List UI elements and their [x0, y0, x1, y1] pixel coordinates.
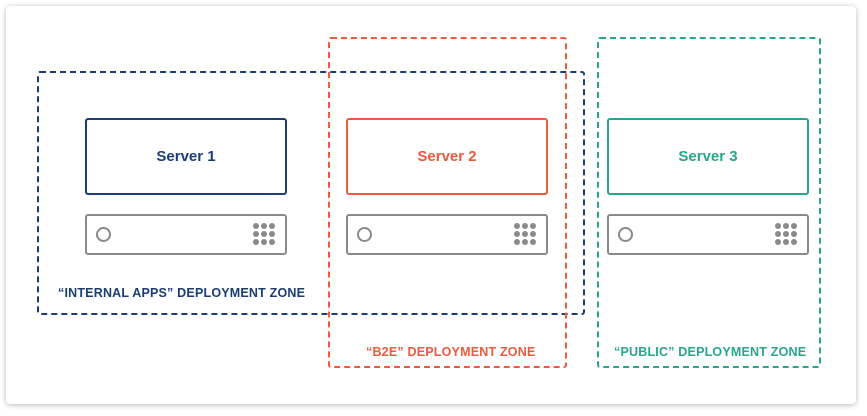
power-button-icon [96, 227, 111, 242]
b2e-zone [328, 37, 567, 368]
vent-grid-icon [775, 223, 799, 247]
server-1-hardware [85, 214, 287, 255]
server-2-box: Server 2 [346, 118, 548, 195]
server-2-hardware [346, 214, 548, 255]
b2e-zone-label: “B2E” DEPLOYMENT ZONE [366, 345, 536, 359]
vent-grid-icon [253, 223, 277, 247]
internal-apps-zone-label: “INTERNAL APPS” DEPLOYMENT ZONE [58, 286, 306, 300]
server-3-label: Server 3 [678, 148, 738, 165]
server-3-hardware [607, 214, 809, 255]
server-1-label: Server 1 [156, 148, 216, 165]
internal-apps-zone [37, 71, 585, 315]
vent-grid-icon [514, 223, 538, 247]
server-2-label: Server 2 [417, 148, 477, 165]
power-button-icon [618, 227, 633, 242]
server-3-box: Server 3 [607, 118, 809, 195]
public-zone [597, 37, 821, 368]
power-button-icon [357, 227, 372, 242]
public-zone-label: “PUBLIC” DEPLOYMENT ZONE [614, 345, 807, 359]
server-1-box: Server 1 [85, 118, 287, 195]
